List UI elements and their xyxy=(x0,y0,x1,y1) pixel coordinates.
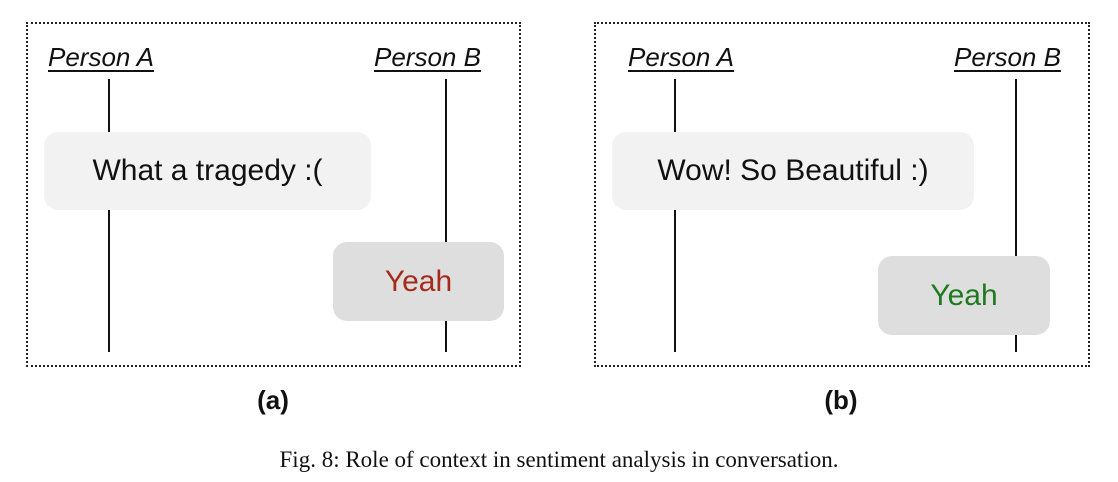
figure-caption: Fig. 8: Role of context in sentiment ana… xyxy=(279,447,839,472)
message-text-person-b: Yeah xyxy=(930,278,998,312)
panel-a: Person A Person B What a tragedy :( Yeah xyxy=(26,22,521,367)
message-bubble-person-a: Wow! So Beautiful :) xyxy=(612,132,974,210)
person-b-label: Person B xyxy=(374,42,481,72)
message-bubble-person-a: What a tragedy :( xyxy=(44,132,371,210)
person-a-lifeline xyxy=(108,79,110,352)
message-bubble-person-b: Yeah xyxy=(333,242,504,321)
person-a-label: Person A xyxy=(628,42,734,72)
panel-b-label: (b) xyxy=(824,385,858,415)
message-bubble-person-b: Yeah xyxy=(878,256,1050,335)
message-text-person-a: What a tragedy :( xyxy=(92,154,323,187)
panel-b: Person A Person B Wow! So Beautiful :) Y… xyxy=(594,22,1090,367)
person-a-lifeline xyxy=(674,79,676,352)
message-text-person-b: Yeah xyxy=(384,264,453,298)
person-b-label: Person B xyxy=(954,42,1061,72)
message-text-person-a: Wow! So Beautiful :) xyxy=(657,154,929,187)
person-b-lifeline xyxy=(445,79,447,352)
panel-a-label: (a) xyxy=(257,385,289,415)
person-b-lifeline xyxy=(1015,79,1017,352)
person-a-label: Person A xyxy=(48,42,154,72)
